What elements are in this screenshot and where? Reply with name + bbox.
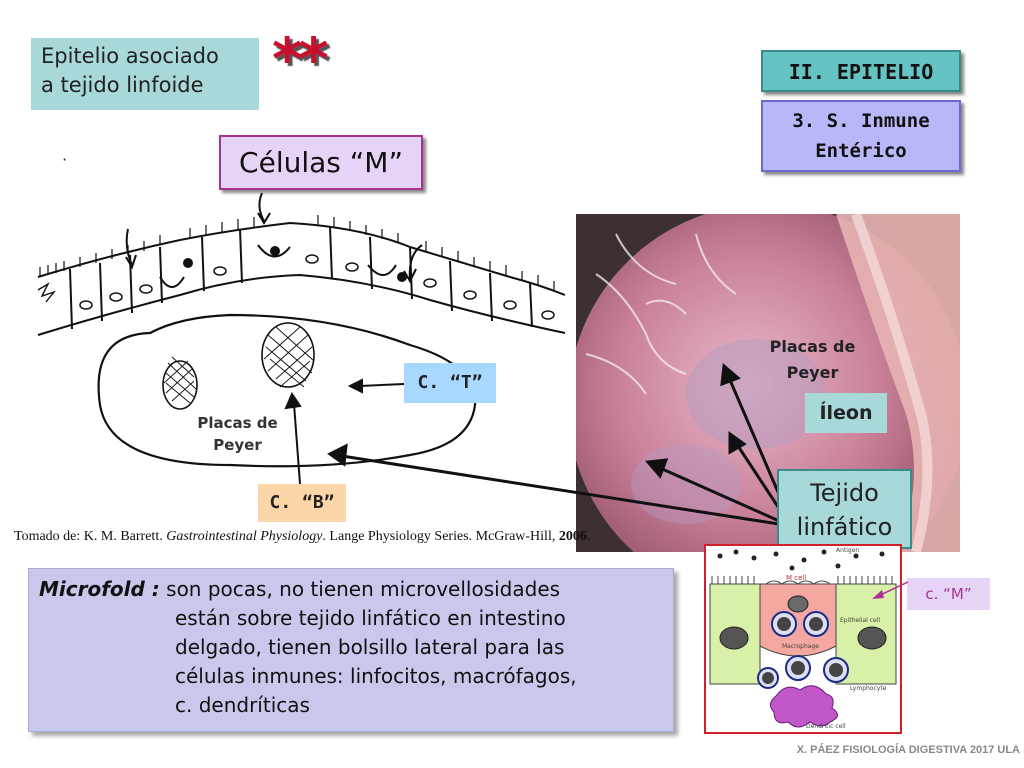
m-cell-pointer-arrow: [872, 581, 909, 599]
description-line-3: delgado, tienen bolsillo lateral para la…: [175, 635, 565, 659]
tejido-line-1: Tejido: [810, 479, 879, 507]
microfold-term: Microfold :: [39, 577, 160, 601]
peyer-patch-label-micrograph: Placas de Peyer: [750, 334, 875, 386]
reference-year: 2006: [558, 529, 587, 544]
reference-prefix: Tomado de: K. M. Barrett.: [14, 529, 167, 544]
peyer-line-1: Placas de: [197, 414, 278, 432]
peyer-line-1: Placas de: [769, 337, 856, 356]
antigen-text: Antigen: [836, 547, 859, 554]
lymphocyte-text: Lymphocyte: [850, 685, 887, 692]
epithelium-diagram: [37, 192, 566, 468]
m-cell-illustration: Antigen M cell Epithelial cell Macrophag…: [704, 544, 902, 734]
peyer-line-2: Peyer: [786, 363, 839, 382]
description-line-2: están sobre tejido linfático en intestin…: [175, 606, 566, 630]
reference-citation: Tomado de: K. M. Barrett. Gastrointestin…: [14, 527, 694, 547]
epithelial-cell-text: Epithelial cell: [840, 617, 880, 624]
topic-line-2: a tejido linfoide: [41, 73, 204, 97]
peyer-patch-label-diagram: Placas de Peyer: [180, 412, 295, 456]
m-cells-title: Células “M”: [219, 135, 423, 190]
subsection-line-2: Entérico: [815, 140, 907, 162]
lymphoid-arrows: [327, 363, 792, 527]
tejido-line-2: linfático: [796, 513, 893, 541]
peyer-line-2: Peyer: [213, 436, 262, 454]
reference-book: Gastrointestinal Physiology: [166, 529, 323, 544]
ileum-label: Íleon: [805, 393, 887, 433]
t-cells-label: C. “T”: [404, 363, 496, 403]
macrophage-text: Macrophage: [782, 643, 819, 650]
lymphoid-tissue-label: Tejido linfático: [777, 469, 912, 549]
b-cells-label: C. “B”: [258, 484, 346, 522]
topic-box: Epitelio asociado a tejido linfoide: [31, 38, 259, 110]
reference-suffix: .: [586, 529, 591, 544]
microfold-description: Microfold : son pocas, no tienen microve…: [28, 568, 674, 732]
m-cell-text: M cell: [786, 574, 806, 582]
dendritic-cell-text: Dendritic cell: [806, 723, 846, 730]
description-line-1-text: son pocas, no tienen microvellosidades: [159, 577, 561, 601]
subsection-box: 3. S. Inmune Entérico: [761, 100, 961, 172]
star-marks: **: [272, 25, 329, 93]
footer-credit: X. PÁEZ FISIOLOGÍA DIGESTIVA 2017 ULA: [796, 744, 1020, 756]
topic-line-1: Epitelio asociado: [41, 44, 219, 68]
description-line-4: células inmunes: linfocitos, macrófagos,: [175, 664, 577, 688]
diagram-arrows: [284, 378, 405, 485]
stray-dot: ·: [62, 150, 68, 169]
m-cell-label-small: c. “M”: [907, 578, 990, 610]
subsection-line-1: 3. S. Inmune: [792, 110, 930, 132]
reference-middle: . Lange Physiology Series. McGraw-Hill,: [322, 529, 559, 544]
description-line-1: Microfold : son pocas, no tienen microve…: [39, 575, 663, 604]
section-box: II. EPITELIO: [761, 50, 961, 92]
m-cell-drawing: Antigen M cell Epithelial cell Macrophag…: [709, 547, 897, 730]
description-line-5: c. dendríticas: [175, 693, 310, 717]
